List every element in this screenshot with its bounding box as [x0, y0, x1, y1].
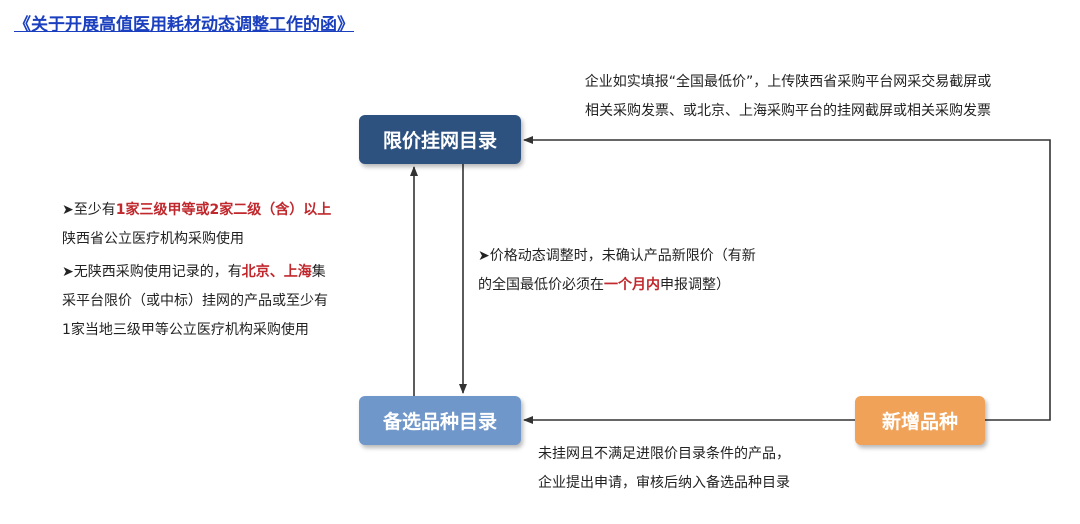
note-bottom: 未挂网且不满足进限价目录条件的产品， 企业提出申请，审核后纳入备选品种目录 [538, 440, 790, 498]
box-price-limit-catalog: 限价挂网目录 [359, 115, 521, 164]
note-left-line3-pre: ➤无陕西采购使用记录的，有 [62, 264, 242, 280]
note-top-line1: 企业如实填报“全国最低价”，上传陕西省采购平台网采交易截屏或 [584, 74, 992, 90]
note-left-line3-post: 集 [311, 264, 326, 280]
note-left-line1-pre: ➤至少有 [62, 202, 116, 218]
note-left: ➤至少有1家三级甲等或2家二级（含）以上 陕西省公立医疗机构采购使用 ➤无陕西采… [62, 196, 331, 345]
note-left-highlight1: 1家三级甲等或2家二级（含）以上 [115, 202, 332, 218]
note-mid-highlight: 一个月内 [604, 277, 660, 293]
note-left-line3: ➤无陕西采购使用记录的，有北京、上海集 [62, 258, 331, 287]
note-middle: ➤价格动态调整时，未确认产品新限价（有新 的全国最低价必须在一个月内申报调整） [478, 242, 756, 300]
box-new-variety: 新增品种 [855, 396, 985, 445]
note-mid-line2-pre: 的全国最低价必须在 [478, 277, 604, 293]
arrow-new-to-top [523, 136, 1051, 421]
note-mid-line2-post: 申报调整） [660, 277, 730, 293]
note-left-line5: 1家当地三级甲等公立医疗机构采购使用 [62, 322, 309, 338]
box-alternative-catalog: 备选品种目录 [359, 396, 521, 445]
note-top-line2: 相关采购发票、或北京、上海采购平台的挂网截屏或相关采购发票 [585, 103, 991, 119]
note-mid-line1: ➤价格动态调整时，未确认产品新限价（有新 [478, 248, 756, 264]
note-top: 企业如实填报“全国最低价”，上传陕西省采购平台网采交易截屏或 相关采购发票、或北… [528, 68, 1048, 126]
note-left-line1: ➤至少有1家三级甲等或2家二级（含）以上 [62, 196, 331, 225]
note-left-line4: 采平台限价（或中标）挂网的产品或至少有 [62, 293, 328, 309]
note-mid-line2: 的全国最低价必须在一个月内申报调整） [478, 271, 756, 300]
note-left-line2: 陕西省公立医疗机构采购使用 [62, 231, 244, 247]
note-bottom-line1: 未挂网且不满足进限价目录条件的产品， [538, 446, 790, 462]
document-title-link[interactable]: 《关于开展高值医用耗材动态调整工作的函》 [14, 15, 354, 35]
note-bottom-line2: 企业提出申请，审核后纳入备选品种目录 [538, 475, 790, 491]
note-left-highlight2: 北京、上海 [241, 264, 312, 280]
